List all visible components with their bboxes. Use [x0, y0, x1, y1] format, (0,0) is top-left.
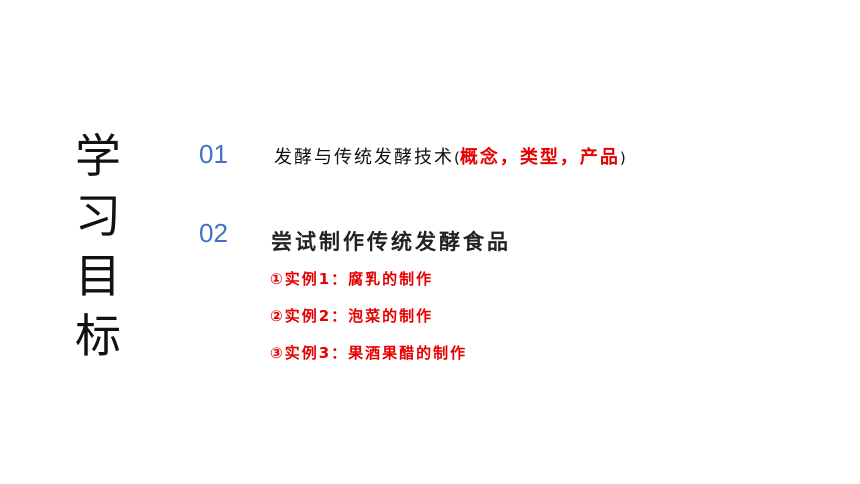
section-number-02: 02	[199, 218, 228, 248]
title-char-2: 习	[75, 189, 121, 243]
subitem-3: ③实例3：果酒果醋的制作	[270, 344, 468, 362]
subitem-2: ②实例2：泡菜的制作	[270, 307, 434, 325]
section-title-01: 发酵与传统发酵技术(概念，类型，产品)	[274, 143, 626, 169]
subitem-1: ①实例1：腐乳的制作	[270, 270, 434, 288]
vertical-title: 学 习 目 标	[70, 126, 126, 366]
section-number-01: 01	[199, 139, 228, 169]
section-highlight-01: 概念，类型，产品	[459, 147, 620, 168]
title-char-4: 标	[75, 309, 121, 363]
section-title-02: 尝试制作传统发酵食品	[271, 230, 511, 254]
title-char-1: 学	[75, 129, 121, 183]
title-char-3: 目	[75, 249, 121, 303]
section-text-01: 发酵与传统发酵技术	[274, 147, 454, 168]
paren-open: (	[454, 149, 460, 167]
paren-close: )	[619, 149, 626, 167]
